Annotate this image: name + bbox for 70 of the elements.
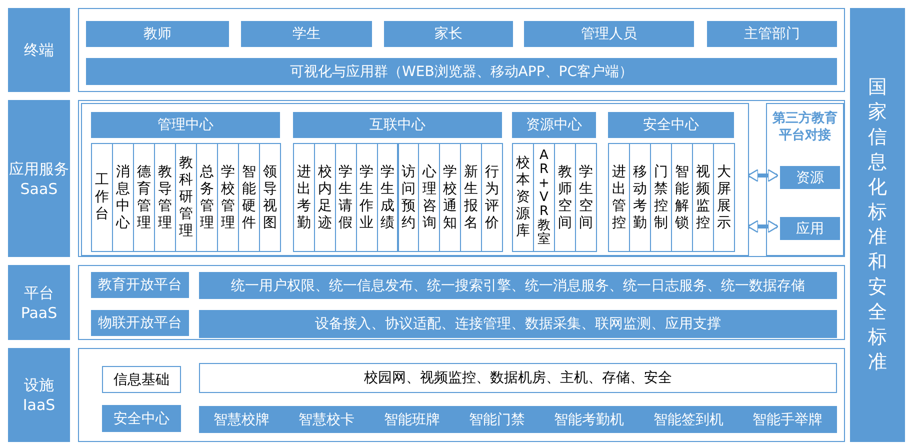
info-box: 校园网、视频监控、数据机房、主机、存储、安全 bbox=[199, 363, 837, 393]
module-box: 教育开放平台 bbox=[91, 272, 189, 298]
center-header: 安全中心 bbox=[608, 112, 734, 138]
layer-panel bbox=[81, 103, 749, 256]
device-name: 智能门禁 bbox=[468, 410, 525, 428]
standards-bar: 国家信息化标准和安全标准 bbox=[850, 8, 905, 442]
function-column: 大屏展示 bbox=[713, 143, 735, 252]
function-column: 学校管理 bbox=[217, 143, 239, 252]
function-column: 校内足迹 bbox=[314, 143, 336, 252]
info-box: 信息基础 bbox=[102, 366, 181, 393]
module-box: 物联开放平台 bbox=[91, 310, 189, 336]
device-name: 智能签到机 bbox=[653, 410, 724, 428]
module-box: 教师 bbox=[86, 21, 229, 47]
function-column: 学生请假 bbox=[334, 143, 357, 252]
function-column: 消息中心 bbox=[112, 143, 134, 252]
function-column: 学生空间 bbox=[575, 143, 597, 252]
function-column: 总务管理 bbox=[196, 143, 218, 252]
double-arrow bbox=[747, 220, 779, 234]
layer-panel bbox=[78, 8, 845, 92]
module-box: 统一用户权限、统一信息发布、统一搜索引擎、统一消息服务、统一日志服务、统一数据存储 bbox=[199, 272, 837, 299]
function-column: 视频监控 bbox=[692, 143, 714, 252]
function-column: 领导视图 bbox=[259, 143, 281, 252]
function-column: 心理咨询 bbox=[418, 143, 440, 252]
layer-panel bbox=[78, 265, 845, 340]
device-bar bbox=[199, 406, 837, 433]
module-box: 设备接入、协议适配、连接管理、数据采集、联网监测、应用支撑 bbox=[199, 310, 837, 338]
function-column: 教科研管理 bbox=[175, 143, 197, 252]
function-column: 学生作业 bbox=[356, 143, 378, 252]
module-box: 管理人员 bbox=[524, 21, 694, 47]
function-column: 移动考勤 bbox=[629, 143, 651, 252]
function-column: 智能硬件 bbox=[238, 143, 260, 252]
double-arrow bbox=[747, 168, 779, 182]
module-box: 学生 bbox=[241, 21, 372, 47]
function-column: 教师空间 bbox=[554, 143, 576, 252]
module-box: 应用 bbox=[780, 217, 840, 240]
device-name: 智能考勤机 bbox=[554, 410, 624, 428]
device-name: 智能班牌 bbox=[384, 410, 440, 428]
center-header: 管理中心 bbox=[91, 112, 280, 138]
function-column: 德育管理 bbox=[133, 143, 155, 252]
center-header: 资源中心 bbox=[512, 112, 596, 138]
function-column: 行为评价 bbox=[481, 143, 503, 252]
layer-label: 平台 PaaS bbox=[8, 265, 70, 340]
function-column: 进出管控 bbox=[608, 143, 630, 252]
layer-label: 应用服务 SaaS bbox=[8, 100, 70, 257]
layer-panel bbox=[78, 100, 845, 257]
layer-label: 终端 bbox=[8, 8, 70, 92]
function-column: 新生报名 bbox=[460, 143, 482, 252]
layer-label: 设施 IaaS bbox=[8, 348, 70, 442]
function-column: 教导管理 bbox=[154, 143, 176, 252]
function-column: 工作台 bbox=[91, 143, 113, 252]
module-box: 资源 bbox=[780, 166, 840, 189]
device-name: 智能手举牌 bbox=[752, 410, 822, 428]
module-box: 主管部门 bbox=[707, 21, 837, 47]
integration-panel bbox=[766, 103, 844, 256]
module-box: 可视化与应用群（WEB浏览器、移动APP、PC客户端） bbox=[86, 58, 837, 85]
module-box: 安全中心 bbox=[102, 405, 181, 432]
function-column: 门禁控制 bbox=[650, 143, 672, 252]
layer-panel bbox=[78, 348, 845, 442]
function-column: AR+VR教室 bbox=[533, 143, 555, 252]
function-column: 学生成绩 bbox=[376, 143, 398, 252]
center-header: 互联中心 bbox=[293, 112, 502, 138]
function-column: 校本资源库 bbox=[512, 143, 534, 252]
device-name: 智慧校卡 bbox=[298, 410, 355, 428]
function-column: 访问预约 bbox=[398, 143, 420, 252]
function-column: 进出考勤 bbox=[293, 143, 315, 252]
module-box: 家长 bbox=[384, 21, 513, 47]
function-column: 智能解锁 bbox=[671, 143, 693, 252]
function-column: 学校通知 bbox=[439, 143, 462, 252]
device-name: 智慧校牌 bbox=[214, 410, 270, 428]
panel-title: 第三方教育平台对接 bbox=[772, 110, 838, 144]
